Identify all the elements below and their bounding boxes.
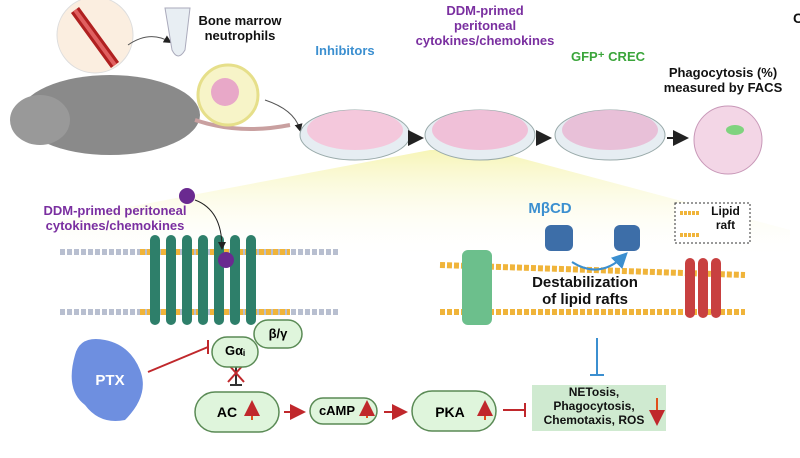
- mbcd-icon: [545, 225, 640, 251]
- outcome-label: NETosis, Phagocytosis, Chemotaxis, ROS: [543, 385, 645, 427]
- lipid-raft-legend: [674, 202, 751, 244]
- ddm-pathway-label: DDM-primed peritoneal cytokines/chemokin…: [43, 203, 187, 233]
- mouse-illustration: [10, 0, 291, 155]
- ptx-label: PTX: [95, 372, 125, 389]
- inhibitors-label: Inhibitors: [315, 43, 375, 58]
- destabilization-label: Destabilization of lipid rafts: [532, 274, 638, 309]
- ddm-top-label: DDM-primed peritoneal cytokines/chemokin…: [415, 3, 555, 48]
- tube-icon: [164, 7, 191, 57]
- ac-label: AC: [216, 404, 238, 420]
- gai-label: Gαᵢ: [225, 343, 245, 358]
- beta-gamma-label: β/γ: [268, 326, 288, 341]
- mbcd-label: MβCD: [528, 200, 572, 217]
- ptx-toxin-shape: [71, 339, 143, 421]
- panel-letter: C: [792, 10, 800, 26]
- lipid-raft-legend-label: Lipid raft: [711, 204, 740, 232]
- gpcr-receptor: [150, 235, 256, 325]
- zoom-beam: [60, 150, 790, 260]
- up-arrow-icons: [244, 398, 665, 426]
- ligand-icon: [179, 188, 195, 204]
- phagocytosis-label: Phagocytosis (%) measured by FACS: [663, 65, 783, 95]
- pka-label: PKA: [435, 404, 465, 420]
- petri-dishes: [299, 105, 763, 175]
- crec-label: GFP⁺ CREC: [570, 49, 646, 64]
- camp-label: cAMP: [318, 403, 356, 418]
- bone-marrow-label: Bone marrow neutrophils: [198, 13, 282, 43]
- channel-protein: [462, 250, 492, 325]
- red-receptor: [685, 258, 721, 318]
